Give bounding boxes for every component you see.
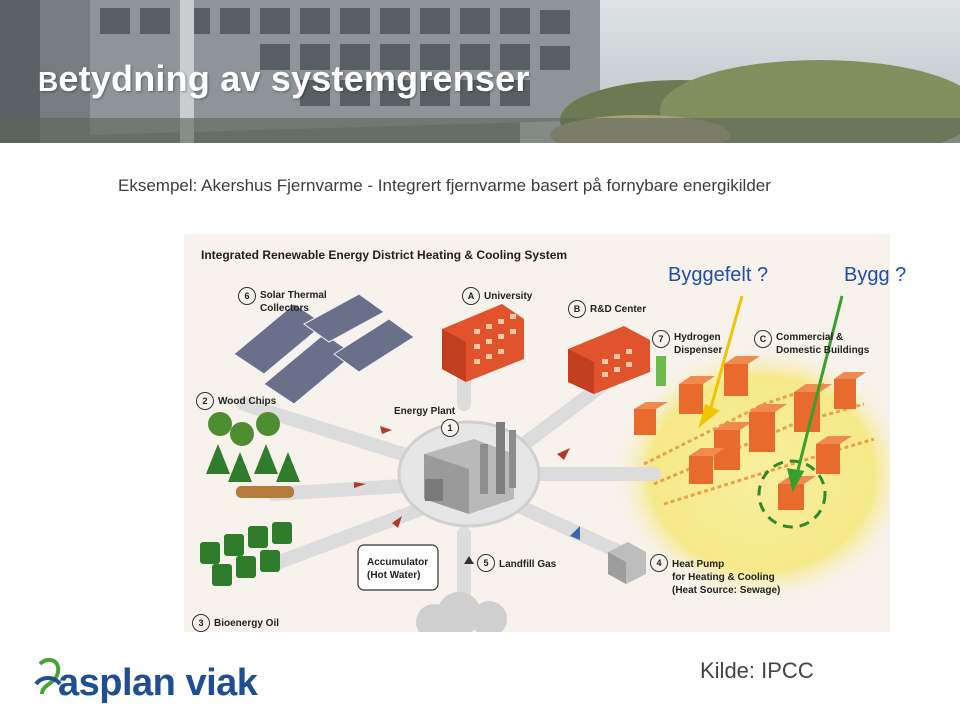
bygg-arrow xyxy=(787,295,844,493)
node-label-commercial: Commercial & Domestic Buildings xyxy=(776,332,870,356)
bygg-callout: Bygg ? xyxy=(844,264,907,286)
node-label-wood-chips: Wood Chips xyxy=(218,396,277,407)
node-label-solar: Solar Thermal Collectors xyxy=(260,290,327,314)
node-label-bioenergy-oil: Bioenergy Oil xyxy=(214,618,280,629)
building-photo xyxy=(0,0,960,143)
flow-arrows xyxy=(354,426,570,528)
wood-trees xyxy=(206,412,300,498)
bygg-circle xyxy=(757,459,827,529)
node-label-university: University xyxy=(484,291,533,302)
node-number-2: 2 xyxy=(196,392,214,410)
node-number-6: 6 xyxy=(238,287,256,305)
heat-pump-graphic xyxy=(608,542,646,584)
node-number-b: B xyxy=(568,300,586,318)
energy-plant-graphic xyxy=(424,422,516,514)
node-number-1: 1 xyxy=(441,419,459,437)
commercial-buildings xyxy=(634,356,866,510)
node-label-heat-pump: Heat Pump for Heating & Cooling (Heat So… xyxy=(672,559,781,596)
hydrogen-dispenser-graphic xyxy=(656,356,666,386)
node-label-landfill: Landfill Gas xyxy=(499,559,557,570)
diagram-artwork xyxy=(200,293,890,632)
node-number-5: 5 xyxy=(477,554,495,572)
header-banner: Betydning av systemgrenser xyxy=(0,0,960,143)
byggefelt-callout: Byggefelt ? xyxy=(668,264,769,286)
node-number-a: A xyxy=(462,287,480,305)
accumulator-box xyxy=(357,544,439,591)
district-heating-diagram: Integrated Renewable Energy District Hea… xyxy=(184,234,890,632)
landfill-cloud xyxy=(416,592,507,632)
node-number-7: 7 xyxy=(652,330,670,348)
bioenergy-barrels xyxy=(200,522,292,586)
source-citation: Kilde: IPCC xyxy=(700,658,814,683)
solar-panels xyxy=(233,293,415,405)
logo-text: asplan viak xyxy=(58,662,258,704)
diagram-title: Integrated Renewable Energy District Hea… xyxy=(201,248,568,262)
node-number-3: 3 xyxy=(192,614,210,632)
byggefelt-arrow xyxy=(698,295,744,429)
node-number-4: 4 xyxy=(650,554,668,572)
slide-title: Betydning av systemgrenser xyxy=(38,58,530,99)
slide-subtitle: Eksempel: Akershus Fjernvarme - Integrer… xyxy=(118,176,771,195)
asplan-viak-logo-mark xyxy=(34,657,62,695)
rd-center-building xyxy=(568,326,650,394)
node-label-hydrogen: Hydrogen Dispenser xyxy=(674,332,723,356)
node-label-energy-plant: Energy Plant xyxy=(394,406,456,417)
node-label-rd-center: R&D Center xyxy=(590,304,647,315)
accumulator-label: Accumulator (Hot Water) xyxy=(367,557,429,581)
node-number-c: C xyxy=(754,330,772,348)
university-building xyxy=(442,304,524,382)
